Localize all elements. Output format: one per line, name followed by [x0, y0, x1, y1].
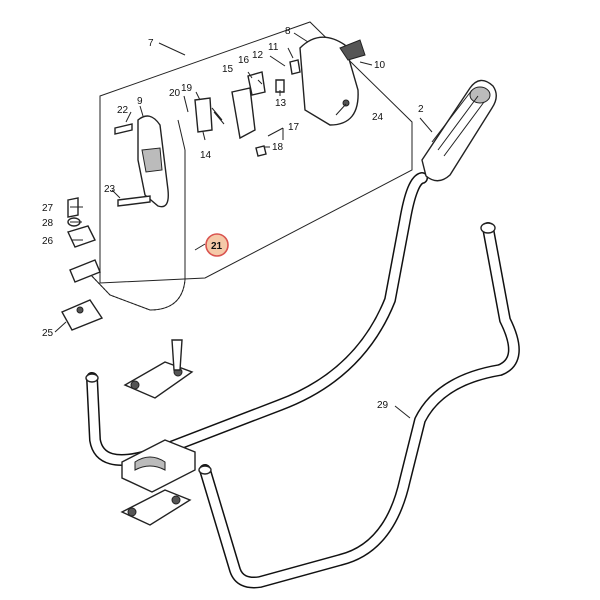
handlebar-front — [85, 172, 428, 466]
label-14: 14 — [200, 150, 212, 161]
clamp-middle — [121, 439, 196, 493]
label-10: 10 — [374, 60, 386, 71]
label-17: 17 — [288, 122, 300, 133]
highlight-ring — [205, 233, 229, 257]
label-2: 2 — [418, 104, 424, 115]
label-7: 7 — [148, 38, 154, 49]
leader-lines — [54, 32, 433, 419]
clamp-top — [123, 339, 194, 399]
label-29: 29 — [377, 400, 389, 411]
label-23: 23 — [104, 184, 116, 195]
label-25: 25 — [42, 328, 54, 339]
throttle-cable — [87, 119, 186, 311]
label-16: 16 — [238, 55, 250, 66]
assembly-outline — [99, 21, 413, 284]
label-12: 12 — [252, 50, 264, 61]
label-9: 9 — [137, 96, 143, 107]
label-27: 27 — [42, 203, 54, 214]
label-8: 8 — [285, 26, 291, 37]
clip-parts — [61, 197, 104, 331]
label-28: 28 — [42, 218, 54, 229]
control-handle — [137, 115, 169, 208]
label-19: 19 — [181, 83, 193, 94]
label-24: 24 — [372, 112, 384, 123]
housing — [299, 36, 366, 126]
label-15: 15 — [222, 64, 234, 75]
label-11: 11 — [268, 42, 279, 53]
small-parts — [114, 59, 301, 207]
grip — [421, 79, 497, 182]
label-13: 13 — [275, 98, 287, 109]
label-20: 20 — [169, 88, 181, 99]
clamp-bottom — [120, 489, 192, 526]
label-21: 21 — [211, 241, 223, 252]
label-26: 26 — [42, 236, 54, 247]
part-labels: 2 7 8 9 10 11 12 13 14 15 16 17 18 19 20… — [42, 26, 424, 411]
label-18: 18 — [272, 142, 284, 153]
handlebar-rear — [198, 222, 520, 589]
label-22: 22 — [117, 105, 129, 116]
